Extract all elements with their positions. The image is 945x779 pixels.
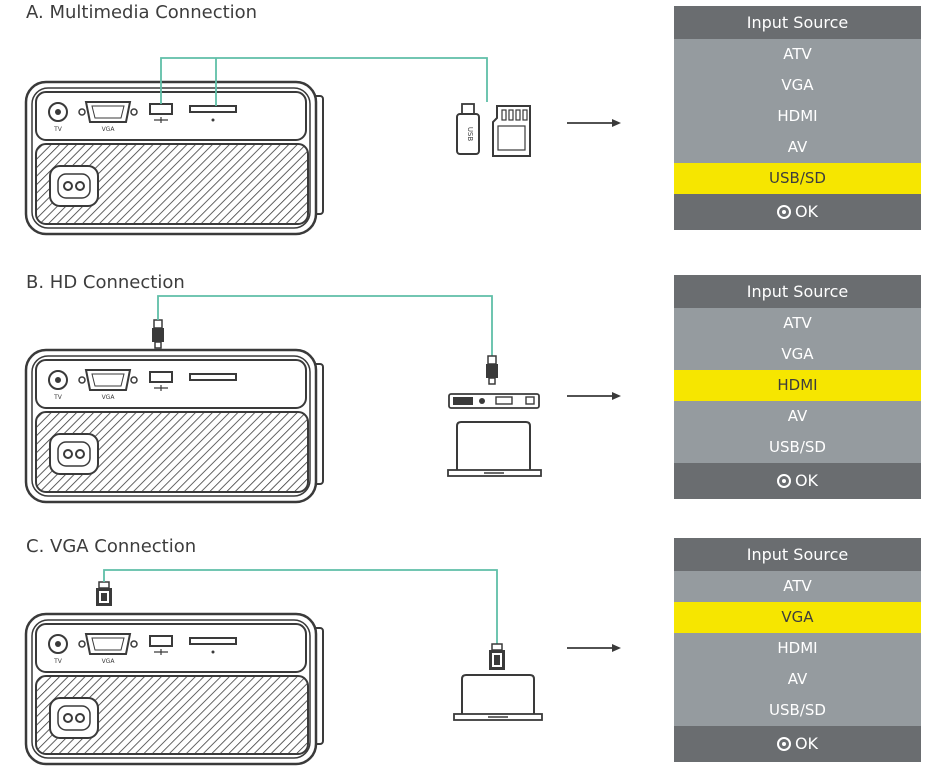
menu-item-av[interactable]: AV (787, 138, 808, 156)
projector-illustration: TV VGA (24, 80, 324, 236)
input-source-menu: Input Source ATV VGA HDMI AV USB/SD OK (674, 275, 921, 499)
menu-item-vga[interactable]: VGA (674, 602, 921, 633)
menu-item-atv[interactable]: ATV (783, 45, 812, 63)
port-label-tv: TV (53, 126, 63, 133)
menu-header: Input Source (674, 538, 921, 571)
menu-item-hdmi[interactable]: HDMI (777, 107, 818, 125)
ok-label: OK (794, 734, 819, 753)
ok-button[interactable]: OK (674, 726, 921, 762)
input-source-menu: Input Source ATV VGA HDMI AV USB/SD OK (674, 6, 921, 230)
projector-illustration: TV VGA (24, 348, 324, 504)
arrow-right-icon (567, 392, 621, 400)
vga-plug-icon (96, 581, 112, 606)
section-hd: B. HD Connection TV VGA (0, 268, 945, 528)
menu-item-hdmi[interactable]: HDMI (674, 370, 921, 401)
port-label-vga: VGA (102, 126, 116, 133)
connection-diagram: TV VGA (24, 295, 621, 504)
section-title: A. Multimedia Connection (26, 2, 258, 23)
ok-circle-icon (776, 474, 791, 488)
hdmi-plug-icon (152, 319, 164, 349)
media-player-icon (448, 393, 540, 409)
projector-illustration: TV VGA (24, 612, 324, 766)
section-title: C. VGA Connection (26, 536, 197, 557)
sd-card-icon (492, 105, 531, 157)
ok-button[interactable]: OK (674, 194, 921, 230)
menu-item-atv[interactable]: ATV (783, 314, 812, 332)
vga-plug-icon (489, 643, 505, 670)
menu-item-vga[interactable]: VGA (781, 345, 814, 363)
ok-circle-icon (776, 737, 791, 751)
port-label-tv: TV (53, 658, 63, 665)
cable-lines (103, 569, 498, 644)
menu-item-vga[interactable]: VGA (781, 76, 814, 94)
connection-diagram: TV VGA USB (24, 57, 621, 236)
hdmi-plug-icon (486, 355, 498, 385)
laptop-icon (453, 674, 543, 721)
input-source-menu: Input Source ATV VGA HDMI AV USB/SD OK (674, 538, 921, 762)
ok-circle-icon (776, 205, 791, 219)
port-label-tv: TV (53, 394, 63, 401)
ok-label: OK (794, 471, 819, 490)
menu-item-av[interactable]: AV (787, 407, 808, 425)
menu-item-usb-sd[interactable]: USB/SD (769, 438, 826, 456)
usb-stick-label: USB (466, 127, 474, 142)
section-title: B. HD Connection (26, 272, 185, 293)
ok-label: OK (794, 202, 819, 221)
menu-item-hdmi[interactable]: HDMI (777, 639, 818, 657)
usb-stick-icon: USB (456, 103, 480, 155)
cable-lines (157, 295, 493, 356)
connection-diagram: TV VGA (24, 569, 621, 766)
arrow-right-icon (567, 644, 621, 652)
section-multimedia: A. Multimedia Connection TV VGA (0, 0, 945, 260)
menu-header: Input Source (674, 6, 921, 39)
menu-header: Input Source (674, 275, 921, 308)
ok-button[interactable]: OK (674, 463, 921, 499)
laptop-icon (447, 421, 542, 477)
menu-item-atv[interactable]: ATV (783, 577, 812, 595)
section-vga: C. VGA Connection TV VGA (0, 532, 945, 779)
cable-lines (160, 57, 488, 106)
port-label-vga: VGA (102, 658, 116, 665)
menu-item-usb-sd[interactable]: USB/SD (674, 163, 921, 194)
menu-item-usb-sd[interactable]: USB/SD (769, 701, 826, 719)
arrow-right-icon (567, 119, 621, 127)
port-label-vga: VGA (102, 394, 116, 401)
menu-item-av[interactable]: AV (787, 670, 808, 688)
